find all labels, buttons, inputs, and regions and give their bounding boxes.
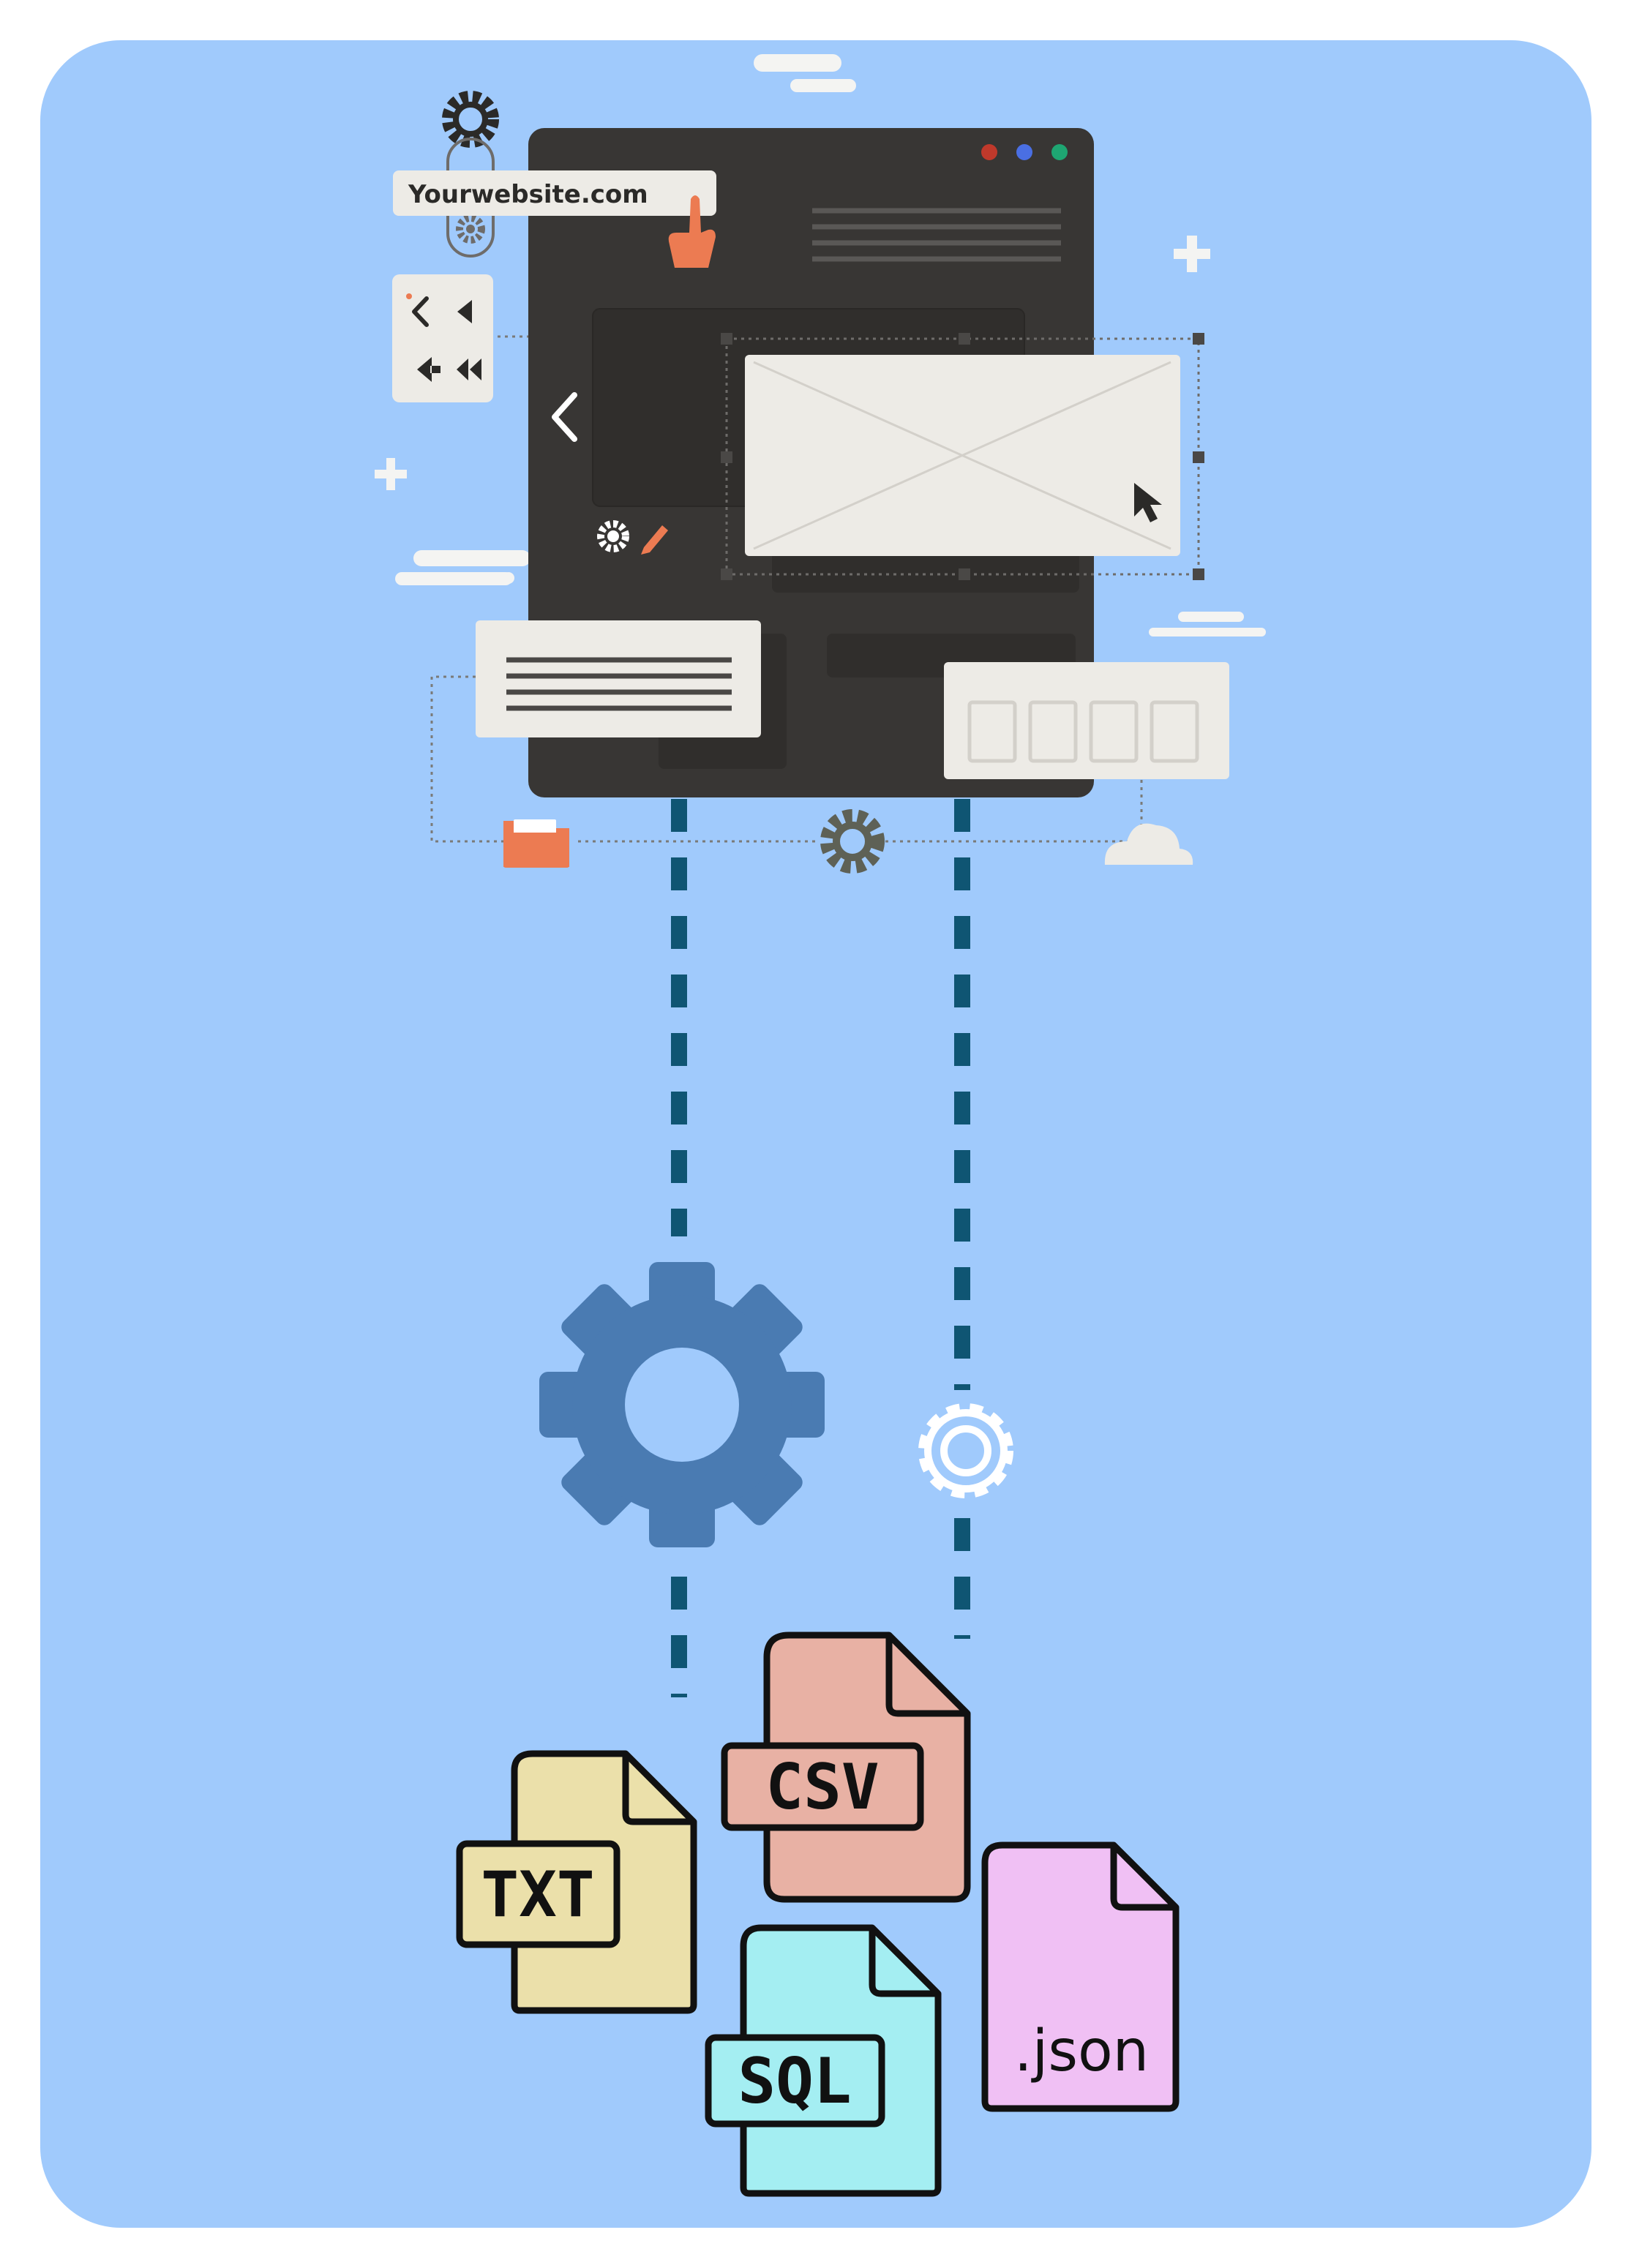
window-maximize-dot[interactable] [1051, 144, 1068, 160]
url-bar[interactable]: Yourwebsite.com [393, 170, 716, 216]
cloud-icon [1104, 823, 1193, 865]
image-selection [721, 333, 1204, 580]
cloud-shape [1178, 612, 1244, 622]
text-card [476, 620, 761, 737]
small-gear-icon [456, 214, 485, 244]
file-icon-txt[interactable]: TXT [456, 1750, 697, 2014]
cloud-shape [395, 572, 512, 585]
record-dot [406, 293, 412, 299]
chevron-left-icon[interactable] [552, 392, 577, 442]
image-placeholder-cross [753, 361, 1171, 550]
boxes-card [944, 662, 1229, 779]
cloud-dot [488, 572, 500, 584]
mouse-cursor-icon [1134, 483, 1162, 522]
folder-icon [503, 819, 569, 868]
url-text: Yourwebsite.com [408, 180, 648, 209]
cloud-shape [790, 79, 856, 92]
media-controls-body [392, 274, 493, 402]
selection-handles[interactable] [721, 333, 1204, 580]
boxes-card-items [967, 700, 1199, 763]
header-text-lines [812, 208, 1061, 262]
pointing-hand-icon [668, 195, 716, 268]
small-outline-gear-icon [918, 1403, 1013, 1498]
text-card-body[interactable] [476, 620, 761, 737]
file-icon-sql[interactable]: SQL [705, 1924, 942, 2197]
file-label-sql: SQL [738, 2045, 851, 2118]
file-label-txt: TXT [481, 1858, 594, 1931]
file-label-csv: CSV [765, 1751, 879, 1824]
file-icon-json[interactable]: .json [981, 1841, 1180, 2112]
data-flow-lines [671, 799, 970, 1697]
file-label-json: .json [1014, 2019, 1149, 2084]
arrow-left-icon[interactable] [417, 357, 440, 382]
plus-icon [375, 458, 407, 490]
text-card-lines [506, 657, 732, 711]
plus-icon [1174, 236, 1210, 272]
media-controls-card [392, 274, 493, 402]
cloud-shape [413, 550, 530, 566]
cloud-dot [503, 572, 514, 584]
edit-pencil-icon[interactable] [641, 525, 668, 555]
settings-gear-icon[interactable] [597, 520, 629, 552]
decorative-elements [375, 54, 1266, 637]
window-close-dot[interactable] [981, 144, 997, 160]
play-back-icon[interactable] [457, 300, 472, 323]
large-gear-icon [539, 1262, 825, 1547]
connector-gear-icon [820, 809, 885, 874]
gear-icon [442, 91, 499, 148]
window-minimize-dot[interactable] [1016, 144, 1032, 160]
rewind-icon[interactable] [457, 358, 481, 380]
cloud-shape [754, 54, 841, 72]
background-panel [40, 40, 1591, 2228]
chevron-left-icon[interactable] [412, 296, 429, 327]
window-controls [981, 144, 1068, 160]
cloud-shape [1149, 628, 1266, 637]
url-bar-body[interactable] [393, 170, 716, 216]
file-icon-csv[interactable]: CSV [721, 1631, 971, 1903]
